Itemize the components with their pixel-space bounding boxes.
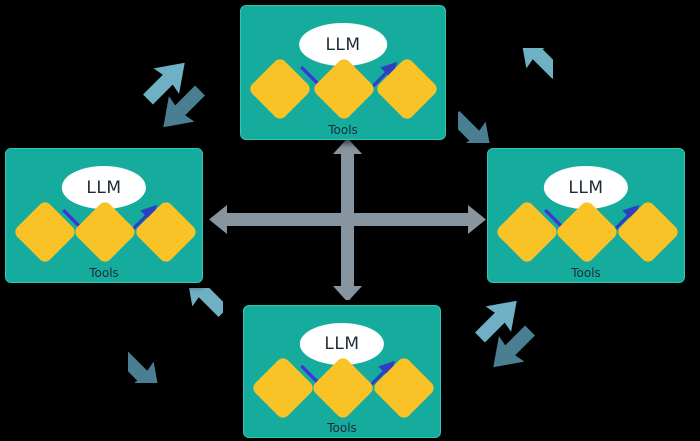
- arrow-down-right-icon: [458, 111, 492, 143]
- llm-label: LLM: [325, 34, 361, 55]
- corner-connector-bottom-left: [128, 288, 223, 383]
- tools-label: Tools: [328, 123, 358, 137]
- corner-connector-top-left: [143, 62, 205, 128]
- llm-node: LLM: [299, 23, 387, 66]
- tools-label: Tools: [89, 266, 119, 280]
- arrow-up-left-icon: [520, 48, 553, 79]
- llm-label: LLM: [86, 177, 122, 198]
- llm-node: LLM: [61, 166, 147, 209]
- agent-panel-bottom[interactable]: LLM Tools: [243, 305, 441, 438]
- llm-label: LLM: [324, 333, 360, 354]
- agent-panel-top[interactable]: LLM Tools: [240, 5, 446, 140]
- agent-panel-left[interactable]: LLM Tools: [5, 148, 203, 283]
- tools-label: Tools: [571, 266, 601, 280]
- arrow-up-left-icon: [186, 288, 223, 317]
- arrow-down-right-icon: [128, 351, 160, 383]
- corner-connector-top-right: [458, 48, 553, 143]
- arrow-down-left-icon: [493, 325, 535, 368]
- agent-panel-right[interactable]: LLM Tools: [487, 148, 685, 283]
- arrow-down-left-icon: [163, 85, 205, 128]
- arrow-up-right-icon: [143, 62, 185, 105]
- corner-connector-bottom-right: [475, 300, 535, 368]
- arrow-up-right-icon: [475, 300, 517, 343]
- tools-label: Tools: [327, 421, 357, 435]
- bidirectional-cross-arrow: [209, 140, 486, 300]
- llm-label: LLM: [568, 177, 604, 198]
